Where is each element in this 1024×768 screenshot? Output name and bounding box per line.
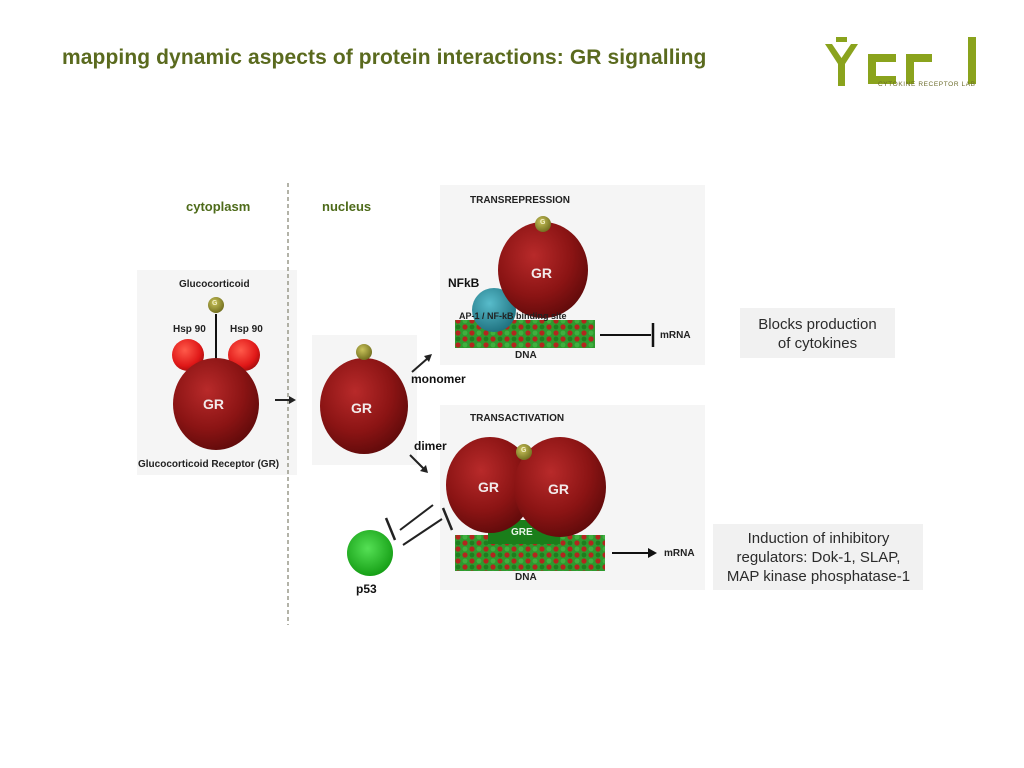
gr-cytoplasm (173, 358, 259, 450)
nucleus-ligand (356, 344, 372, 360)
slide-title: mapping dynamic aspects of protein inter… (62, 46, 707, 69)
transrepression-effect-line-1: Blocks production (758, 316, 877, 333)
transactivation-effect: Induction of inhibitory regulators: Dok-… (716, 529, 921, 586)
transactivation-effect-line-3: MAP kinase phosphatase-1 (726, 568, 911, 585)
mrna-label-bottom: mRNA (664, 548, 695, 559)
gr-monomer-label: GR (531, 265, 552, 281)
gr-dimer-a-label: GR (478, 479, 499, 495)
p53-inhibition-bars (441, 507, 454, 531)
glucocorticoid-ligand (208, 297, 224, 313)
transactivation-ligand (516, 444, 532, 460)
monomer-arrow (424, 354, 432, 362)
ycrl-logo (825, 37, 976, 86)
transrepression-effect-box (740, 308, 895, 358)
nfkb-label: NFkB (448, 276, 480, 290)
gre-label: GRE (511, 527, 533, 538)
gr-cytoplasm-label: GR (203, 396, 224, 412)
gr-nucleus-label: GR (351, 400, 372, 416)
translocation-arrow (289, 396, 296, 404)
p53-label: p53 (356, 582, 377, 596)
dimer-arrow (420, 465, 428, 473)
cytoplasm-label: cytoplasm (186, 199, 251, 214)
transactivation-effect-line-1: Induction of inhibitory (747, 530, 890, 547)
nucleus-label: nucleus (322, 199, 372, 214)
dna-label-bottom: DNA (515, 572, 537, 583)
glucocorticoid-receptor-caption: Glucocorticoid Receptor (GR) (138, 459, 280, 470)
hsp90-right (228, 339, 260, 371)
nfkb-protein (472, 288, 516, 332)
hsp90-left-label: Hsp 90 (173, 324, 206, 335)
transactivation-effect-box (713, 524, 923, 590)
transrepression-ligand (535, 216, 551, 232)
gr-nucleus (320, 358, 408, 454)
transactivation-effect-line-2: regulators: Dok-1, SLAP, (736, 549, 901, 566)
binding-site-label: AP-1 / NF-kB binding site (459, 311, 567, 321)
transrepression-title: TRANSREPRESSION (470, 195, 571, 206)
dimer-label: dimer (414, 439, 447, 453)
gr-dimer-a (446, 437, 534, 533)
gr-dimer-b (514, 437, 606, 537)
hsp90-left (172, 339, 204, 371)
hsp90-right-label: Hsp 90 (230, 324, 263, 335)
mrna-label-top: mRNA (660, 330, 691, 341)
gr-monomer (498, 222, 588, 318)
dna-label-top: DNA (515, 350, 537, 361)
ligand-glyph: G (212, 300, 218, 307)
transactivation-title: TRANSACTIVATION (470, 413, 565, 424)
dna-transrepression (455, 320, 595, 348)
activation-arrow (648, 548, 657, 558)
p53-protein (347, 530, 393, 576)
glucocorticoid-label: Glucocorticoid (179, 279, 250, 290)
transrepression-ligand-glyph: G (540, 219, 546, 226)
transrepression-effect-line-2: of cytokines (777, 335, 858, 352)
transrepression-effect: Blocks production of cytokines (745, 315, 890, 353)
monomer-label: monomer (411, 372, 466, 386)
transactivation-ligand-glyph: G (521, 447, 527, 454)
gr-dimer-b-label: GR (548, 481, 569, 497)
logo-subtitle: CYTOKINE RECEPTOR LAB (878, 81, 976, 88)
